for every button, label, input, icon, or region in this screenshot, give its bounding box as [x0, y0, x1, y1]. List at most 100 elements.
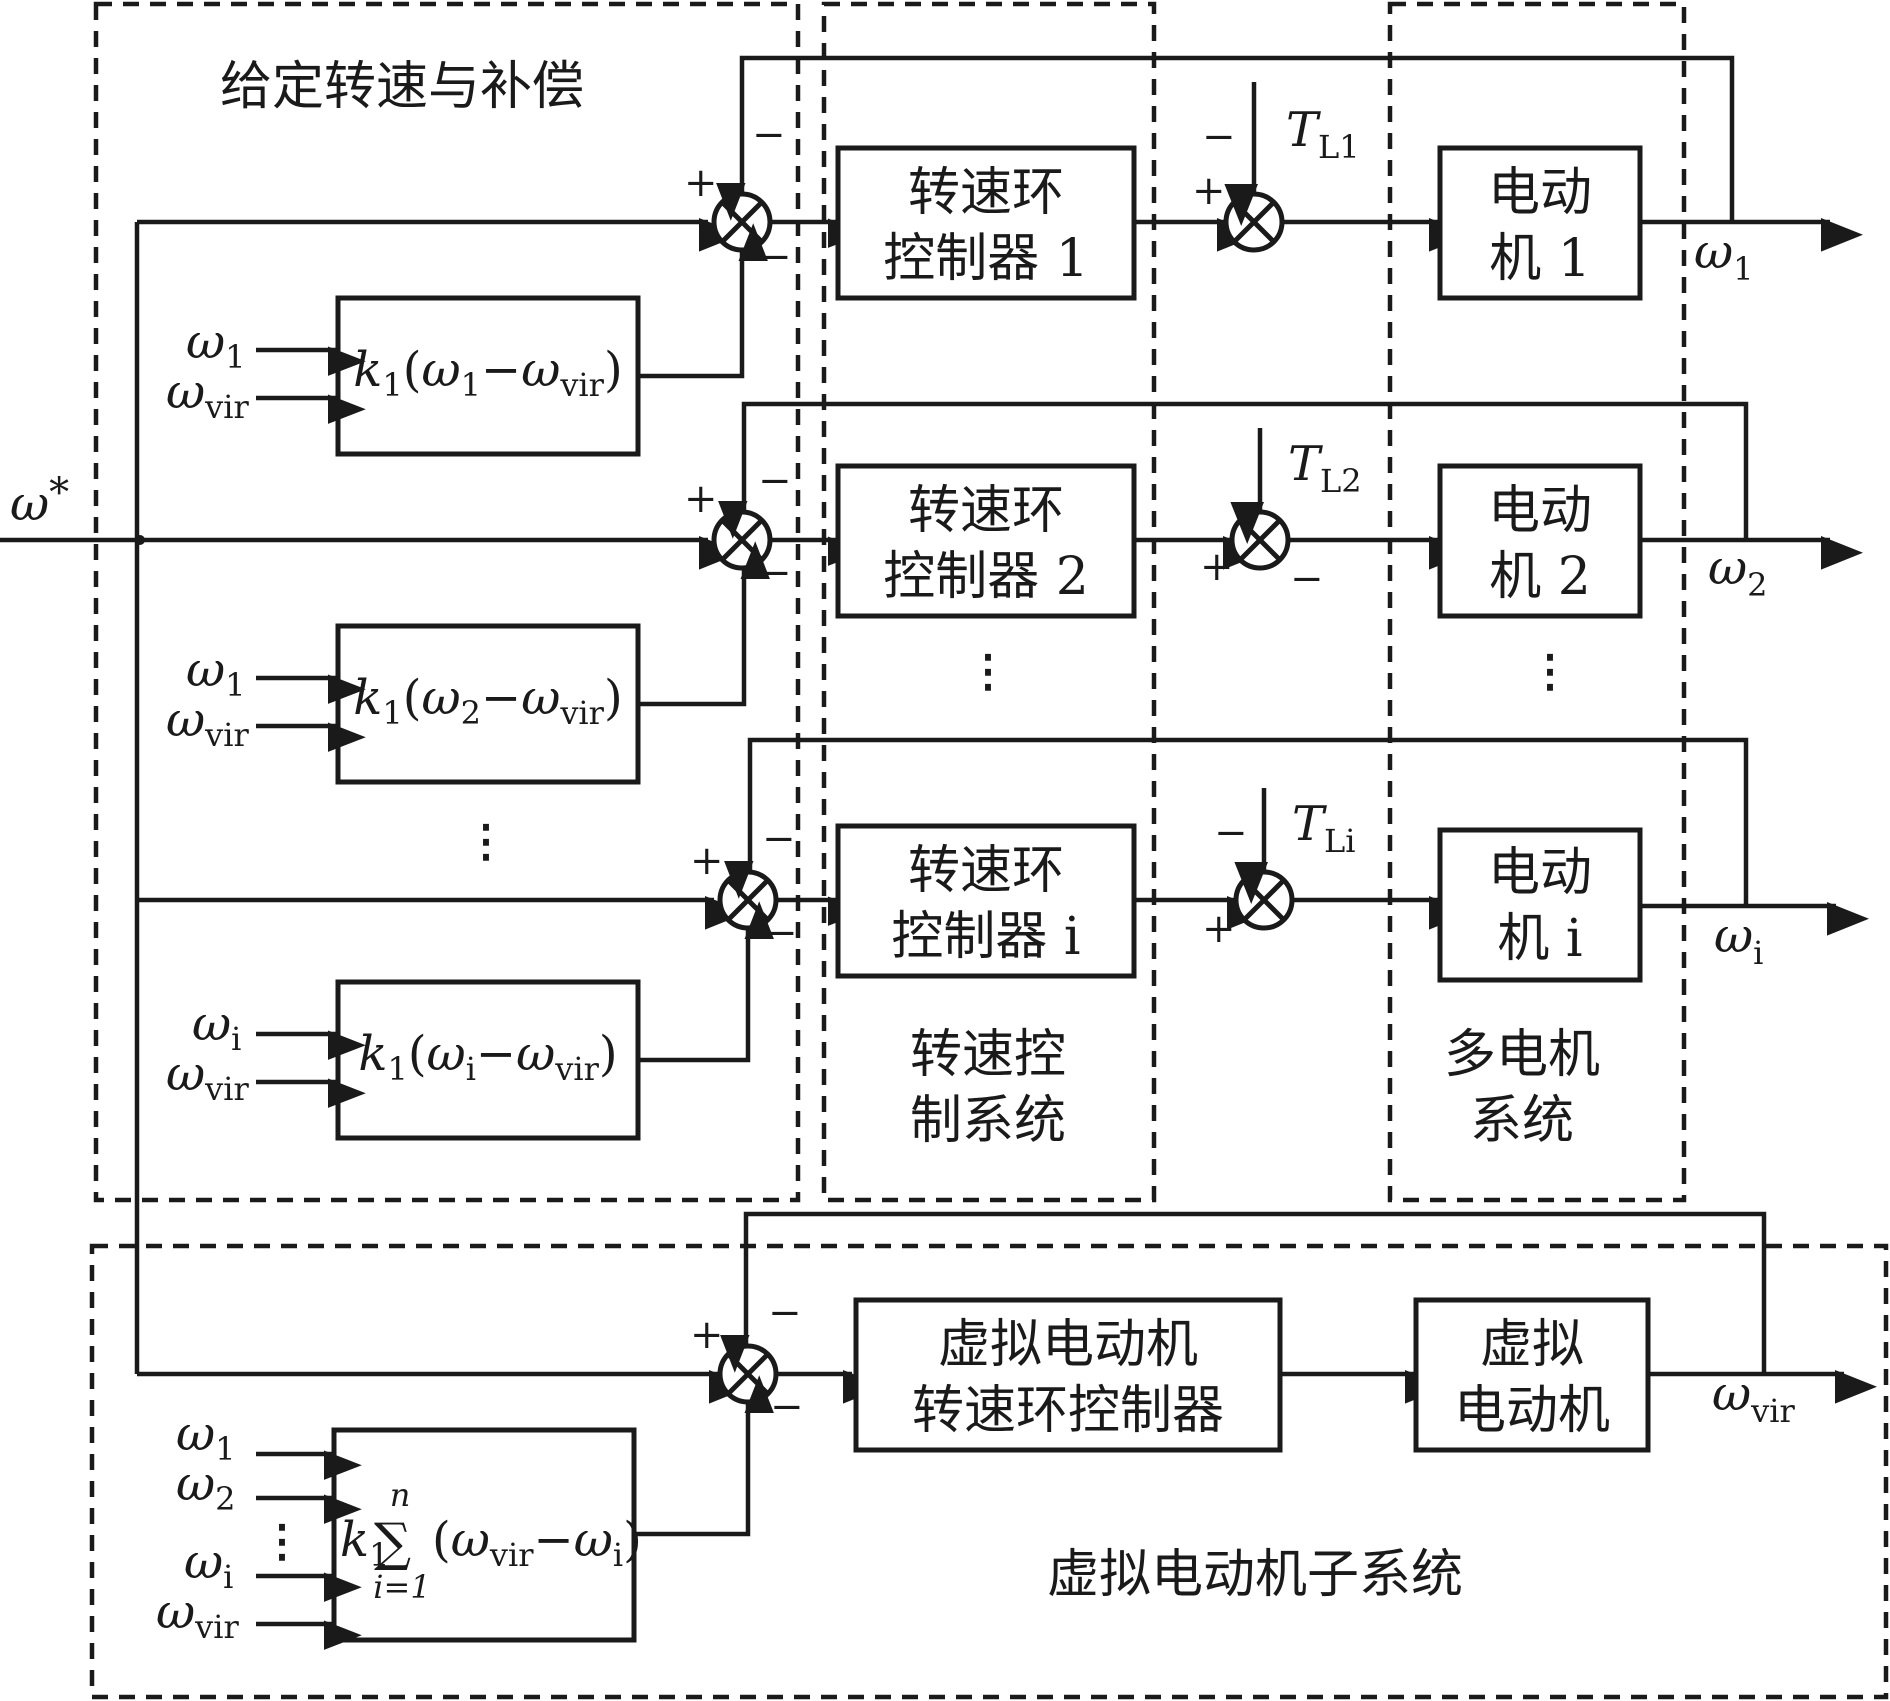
output-label-i: ωi	[1714, 908, 1763, 972]
region-multi-motor-system	[1387, 1, 1687, 1203]
channel-i: + − − 转速环 控制器 i TLi − + 电动 机 i ωi k1(ωi−…	[137, 737, 1869, 1141]
svg-text:(ωvir−ωi): (ωvir−ωi)	[432, 1512, 642, 1574]
speed-controller-2	[835, 463, 1137, 619]
comp-output-wire-i	[638, 901, 774, 1063]
speed-controller-1-label-line2: 控制器 1	[883, 229, 1089, 289]
virtual-input-label-2: ω2	[176, 1456, 236, 1518]
motor-i-label-line2: 机 i	[1497, 909, 1582, 969]
motor-1-label-line2: 机 1	[1489, 229, 1591, 289]
virtual-speed-controller-label-line1: 虚拟电动机	[938, 1315, 1198, 1375]
region-label-virtual-subsystem: 虚拟电动机子系统	[1047, 1545, 1463, 1605]
speed-controller-2-label-line2: 控制器 2	[883, 547, 1089, 607]
ref-sign-1: +	[684, 160, 718, 206]
feedback-sign-2: −	[758, 458, 792, 504]
compensation-formula-i: k1(ωi−ωvir)	[358, 1026, 617, 1088]
feedback-sign-virtual: −	[768, 1290, 802, 1336]
comp-input-label-1a: ω1	[186, 314, 246, 376]
virtual-input-label-i: ωi	[184, 1534, 233, 1596]
load-sign-i: −	[1214, 810, 1248, 856]
feedback-path-2	[718, 401, 1749, 540]
ctrl-sign-1: +	[1192, 168, 1226, 214]
load-summing-junction-1	[1223, 191, 1285, 253]
virtual-comp-output-wire	[634, 1375, 774, 1537]
region-label-speed-control-line1: 转速控	[910, 1025, 1066, 1085]
virtual-motor-channel: + − − 虚拟电动机 转速环控制器 虚拟 电动机 ωvir k1 ∑ n i=…	[137, 1211, 1877, 1650]
ref-sign-i: +	[690, 838, 724, 884]
summing-junction-1	[711, 191, 773, 253]
channel-2: + − − 转速环 控制器 2 TL2 + − 电动 机 2 ω2 k1(ω2−…	[140, 401, 1863, 785]
compensation-block-2	[335, 623, 641, 785]
ref-sign-virtual: +	[690, 1312, 724, 1358]
motor-1-label-line1: 电动	[1488, 163, 1592, 223]
svg-text:n: n	[390, 1476, 411, 1514]
motor-i	[1437, 827, 1643, 983]
region-reference-compensation	[93, 1, 801, 1203]
virtual-motor-label-line1: 虚拟	[1480, 1315, 1584, 1375]
channel-1: + − − 转速环 控制器 1 TL1 − + 电动 机 1 ω1 k1(ω1−…	[137, 55, 1863, 457]
output-label-2: ω2	[1708, 540, 1768, 604]
ref-sign-2: +	[684, 476, 718, 522]
svg-text:i=1: i=1	[373, 1568, 430, 1606]
ctrl-sign-2: +	[1200, 544, 1234, 590]
load-sign-2: −	[1290, 556, 1324, 602]
region-speed-control-system	[821, 1, 1157, 1203]
speed-controller-2-label-line1: 转速环	[908, 481, 1064, 541]
load-torque-label-i: TLi	[1292, 796, 1356, 860]
comp-input-label-2a: ω1	[186, 642, 246, 704]
virtual-input-ellipsis: ⋮	[260, 1516, 304, 1567]
virtual-motor-label-line2: 电动机	[1454, 1381, 1610, 1441]
comp-output-wire-2	[638, 541, 770, 707]
feedback-path-1	[716, 55, 1735, 222]
ellipsis-motors: ⋮	[1528, 646, 1572, 697]
compensation-block-1	[335, 295, 641, 457]
comp-input-label-ib: ωvir	[166, 1046, 249, 1108]
feedback-sign-i: −	[762, 816, 796, 862]
input-omega-star: ω*	[10, 470, 69, 532]
motor-i-label-line1: 电动	[1488, 843, 1592, 903]
load-summing-junction-i	[1233, 869, 1295, 931]
speed-controller-1	[835, 145, 1137, 301]
comp-input-label-ia: ωi	[192, 996, 241, 1058]
ellipsis-compensation: ⋮	[464, 816, 508, 867]
load-sign-1: −	[1202, 114, 1236, 160]
virtual-output-label: ωvir	[1712, 1366, 1795, 1430]
comp-input-label-2b: ωvir	[166, 692, 249, 754]
load-torque-label-2: TL2	[1288, 436, 1362, 500]
virtual-speed-controller	[853, 1297, 1283, 1453]
virtual-compensation-formula: k1 ∑ n i=1 (ωvir−ωi)	[340, 1476, 642, 1606]
feedback-sign-1: −	[752, 112, 786, 158]
ctrl-sign-i: +	[1202, 906, 1236, 952]
summing-junction-2	[711, 509, 773, 571]
comp-sign-virtual: −	[770, 1384, 804, 1430]
region-label-reference: 给定转速与补偿	[220, 57, 584, 117]
compensation-formula-2: k1(ω2−ωvir)	[353, 670, 622, 732]
ellipsis-controllers: ⋮	[966, 646, 1010, 697]
motor-2-label-line2: 机 2	[1489, 547, 1591, 607]
summing-junction-i	[717, 869, 779, 931]
comp-output-wire-1	[638, 223, 768, 379]
speed-controller-1-label-line1: 转速环	[908, 163, 1064, 223]
feedback-path-i	[724, 737, 1749, 906]
virtual-input-label-1: ω1	[176, 1406, 236, 1468]
virtual-motor	[1413, 1297, 1651, 1453]
virtual-compensation-block	[331, 1427, 637, 1643]
region-label-speed-control-line2: 制系统	[910, 1091, 1066, 1151]
virtual-input-label-vir: ωvir	[156, 1584, 239, 1646]
virtual-feedback-path	[720, 1211, 1767, 1374]
load-summing-junction-2	[1229, 509, 1291, 571]
motor-1	[1437, 145, 1643, 301]
comp-input-label-1b: ωvir	[166, 364, 249, 426]
region-label-multi-motor-line1: 多电机	[1444, 1025, 1600, 1085]
output-label-1: ω1	[1694, 224, 1754, 288]
speed-controller-i-label-line2: 控制器 i	[891, 907, 1080, 967]
svg-text:∑: ∑	[374, 1513, 411, 1573]
region-virtual-motor-subsystem	[89, 1243, 1889, 1700]
region-label-multi-motor-line2: 系统	[1470, 1091, 1574, 1151]
speed-controller-i-label-line1: 转速环	[908, 841, 1064, 901]
motor-2-label-line1: 电动	[1488, 481, 1592, 541]
load-torque-label-1: TL1	[1286, 102, 1360, 166]
compensation-block-i	[335, 979, 641, 1141]
summing-junction-virtual	[717, 1343, 779, 1405]
virtual-speed-controller-label-line2: 转速环控制器	[912, 1381, 1224, 1441]
